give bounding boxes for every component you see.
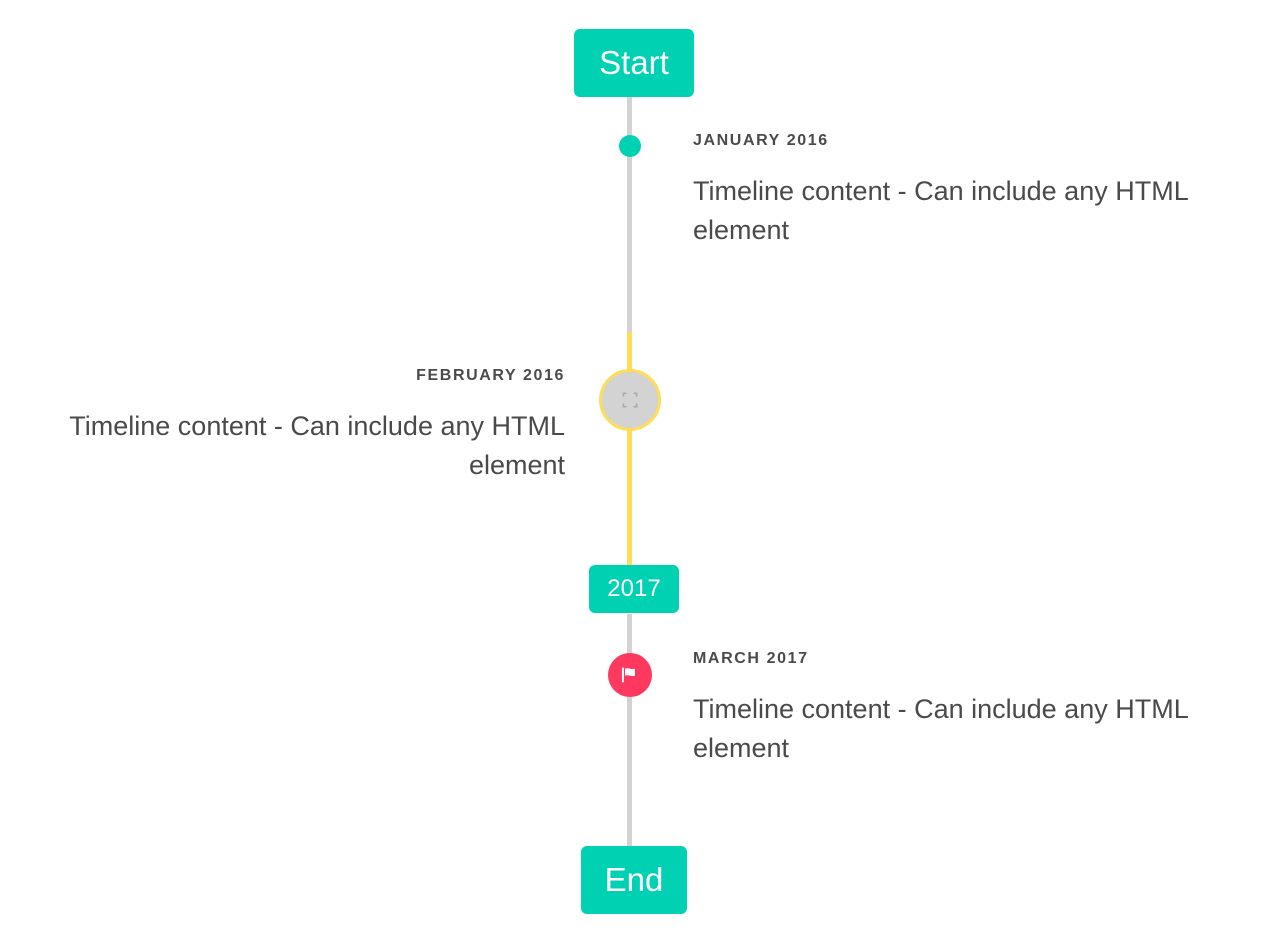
timeline-entry-content: Timeline content - Can include any HTML … <box>69 411 565 481</box>
timeline-entry-label: JANUARY 2016 <box>693 132 829 149</box>
flag-icon <box>621 667 635 683</box>
timeline-marker-dot[interactable] <box>619 135 641 157</box>
timeline-entry-label: FEBRUARY 2016 <box>416 367 565 384</box>
timeline-line-segment-highlight <box>627 332 632 569</box>
timeline-end-footer[interactable]: End <box>581 846 687 914</box>
timeline-start-header[interactable]: Start <box>574 29 694 97</box>
timeline-entry-january-2016: JANUARY 2016 Timeline content - Can incl… <box>693 131 1223 250</box>
timeline-entry-february-2016: FEBRUARY 2016 Timeline content - Can inc… <box>35 366 565 485</box>
timeline-entry-label: MARCH 2017 <box>693 650 809 667</box>
timeline-entry-content: Timeline content - Can include any HTML … <box>693 694 1188 764</box>
timeline-line-segment-top <box>627 95 632 332</box>
timeline-entry-content: Timeline content - Can include any HTML … <box>693 176 1188 246</box>
broken-image-icon <box>622 392 638 408</box>
timeline-line-segment-bottom <box>627 614 632 854</box>
timeline-marker-image[interactable] <box>599 369 661 431</box>
timeline-marker-flag[interactable] <box>608 653 652 697</box>
timeline-entry-march-2017: MARCH 2017 Timeline content - Can includ… <box>693 649 1223 768</box>
timeline-year-header-2017[interactable]: 2017 <box>589 565 679 613</box>
